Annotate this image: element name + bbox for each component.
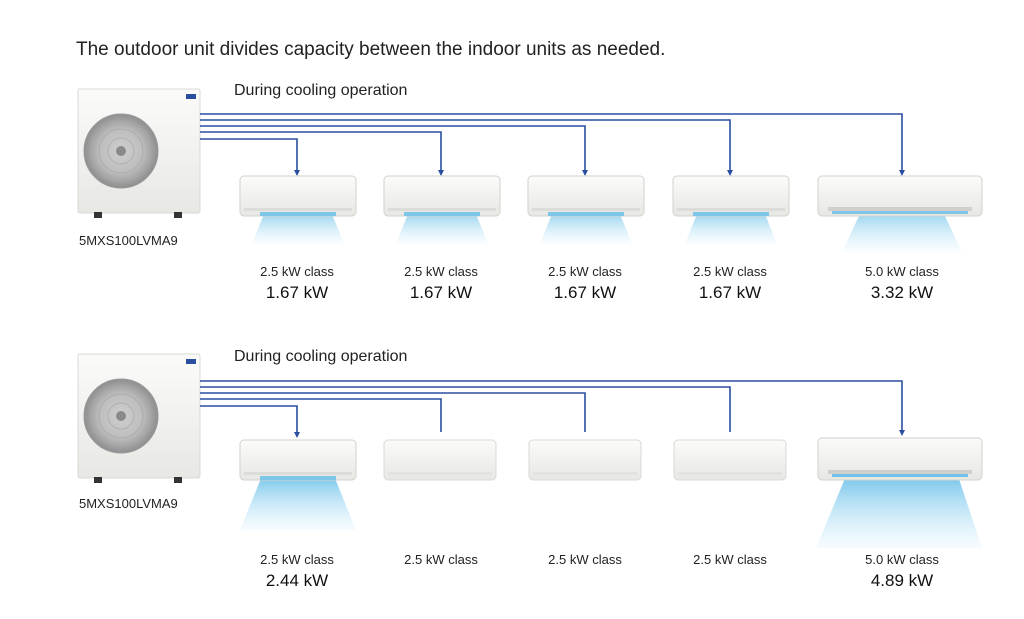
- pipe-arrows-1: [294, 170, 905, 176]
- unit-class-1-5: 5.0 kW class: [865, 264, 939, 279]
- unit-output-1-4: 1.67 kW: [698, 283, 762, 302]
- unit-class-1-1: 2.5 kW class: [260, 264, 334, 279]
- indoor-unit-icon: [527, 175, 645, 217]
- indoor-unit-icon: [528, 439, 642, 481]
- indoor-unit-icon: [672, 175, 790, 217]
- refrigerant-pipes-1: [200, 113, 903, 172]
- unit-output-1-5: 3.32 kW: [870, 283, 934, 302]
- unit-class-1-3: 2.5 kW class: [548, 264, 622, 279]
- unit-class-1-4: 2.5 kW class: [693, 264, 767, 279]
- indoor-unit-icon: [383, 175, 501, 217]
- pipe-arrows-2: [294, 430, 905, 438]
- refrigerant-pipes-2: [200, 380, 903, 434]
- unit-class-2-5: 5.0 kW class: [865, 552, 939, 567]
- unit-output-1-1: 1.67 kW: [265, 283, 329, 302]
- indoor-unit-icon: [817, 175, 983, 217]
- outdoor-model-1: 5MXS100LVMA9: [79, 233, 178, 248]
- unit-output-1-3: 1.67 kW: [553, 283, 617, 302]
- indoor-unit-icon: [383, 439, 497, 481]
- airflow-icon: [240, 476, 982, 548]
- operation-label-1: During cooling operation: [234, 82, 408, 99]
- indoor-unit-icon: [239, 175, 357, 217]
- outdoor-unit-icon: [77, 88, 201, 218]
- outdoor-unit-icon: [77, 353, 201, 483]
- indoor-unit-icon: [817, 437, 983, 481]
- fan-icon: [83, 113, 159, 189]
- indoor-unit-icon: [239, 439, 357, 481]
- operation-label-2: During cooling operation: [234, 348, 408, 365]
- unit-output-2-1: 2.44 kW: [265, 571, 329, 590]
- unit-class-2-4: 2.5 kW class: [693, 552, 767, 567]
- airflow-icon: [252, 214, 962, 252]
- unit-class-2-2: 2.5 kW class: [404, 552, 478, 567]
- outdoor-model-2: 5MXS100LVMA9: [79, 496, 178, 511]
- indoor-unit-icon: [673, 439, 787, 481]
- unit-class-1-2: 2.5 kW class: [404, 264, 478, 279]
- unit-output-1-2: 1.67 kW: [409, 283, 473, 302]
- unit-class-2-3: 2.5 kW class: [548, 552, 622, 567]
- fan-icon: [83, 378, 159, 454]
- unit-output-2-5: 4.89 kW: [870, 571, 934, 590]
- page-title: The outdoor unit divides capacity betwee…: [76, 39, 666, 60]
- unit-class-2-1: 2.5 kW class: [260, 552, 334, 567]
